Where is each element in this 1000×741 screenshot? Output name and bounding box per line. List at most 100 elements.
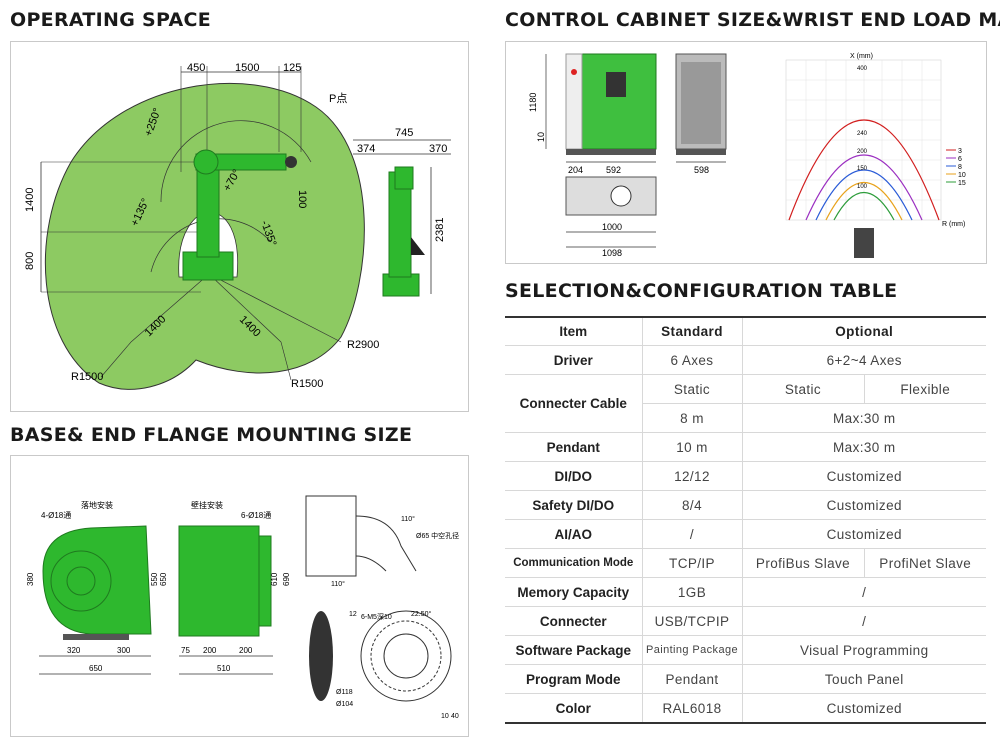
flange-dim-10: 40 [451,713,459,720]
table-row: Color RAL6018 Customized [505,693,986,724]
load-map-legend: 3 6 8 10 15 [946,148,966,187]
row-optional: Customized [742,693,986,724]
table-header-row: Item Standard Optional [505,316,986,346]
flange-dim-4: 12 [349,611,357,618]
table-row: Driver 6 Axes 6+2~4 Axes [505,345,986,375]
load-curve-3 [788,119,940,221]
control-cabinet-panel: 1180 10 204 592 598 1000 1098 X (mm) R (… [505,41,987,264]
robot-wrist [285,156,297,168]
cabinet-depth-label: 204 [568,165,583,175]
table-row: DI/DO 12/12 Customized [505,461,986,491]
control-cabinet-drawing: 1180 10 204 592 598 1000 1098 X (mm) R (… [528,53,966,258]
control-cabinet-heading: CONTROL CABINET SIZE&WRIST END LOAD MAP [505,9,1000,31]
flange-dim-3: Ø65 中空孔径 [416,531,459,540]
cabinet-foot-label: 10 [536,132,546,142]
row-optional: Max:30 m [742,432,986,462]
row-optional: Customized [742,490,986,520]
y-value-150: 150 [857,166,868,172]
cabinet-side-label: 598 [694,165,709,175]
wall-dim-6: 510 [217,664,231,673]
selection-heading: SELECTION&CONFIGURATION TABLE [505,280,898,302]
row-item: AI/AO [505,519,643,549]
table-row: 8 m Max:30 m [505,403,986,433]
table-row: Pendant 10 m Max:30 m [505,432,986,462]
row-item: Color [505,693,643,724]
load-map-r-label: R (mm) [942,221,965,228]
cabinet-height-label: 1180 [528,93,538,112]
side-dim-2: 374 [357,143,375,155]
base-mount-drawing: 落地安装 壁挂安装 4-Ø18通 6-Ø18通 380 550 650 320 … [26,495,459,720]
row-optional-a1: Static [742,374,865,404]
wall-base-plate [178,525,260,637]
flange-dim-7: Ø118 [336,689,353,696]
legend-6: 6 [958,156,962,163]
load-curve-8 [815,169,913,221]
dim-right-1: 100 [296,190,308,208]
row-optional: Touch Panel [742,664,986,694]
row-optional-a2: Flexible [864,374,986,404]
header-item: Item [505,316,643,346]
row-standard: 1GB [642,577,743,607]
wall-holes-label: 6-Ø18通 [241,510,271,520]
row-item: Driver [505,345,643,375]
load-map-x-label: X (mm) [850,53,873,60]
radius-label-2: R1500 [71,371,103,383]
radius-label-3: R1500 [291,378,323,390]
row-standard: 10 m [642,432,743,462]
dim-top-3: 125 [283,62,301,74]
side-dim-4: 2381 [434,218,446,242]
dim-left-1: 1400 [24,188,36,212]
row-item: Communication Mode [505,548,643,578]
cabinet-top-label-2: 1098 [602,248,622,258]
table-row: Connecter USB/TCPIP / [505,606,986,636]
header-standard: Standard [642,316,743,346]
row-standard: USB/TCPIP [642,606,743,636]
wall-mount-label: 壁挂安装 [191,500,223,510]
row-standard: 12/12 [642,461,743,491]
wall-dim-3: 75 [181,646,190,655]
table-row: Connecter Cable Static Static Flexible [505,374,986,433]
wall-dim-2: 690 [282,572,291,586]
row-optional: Customized [742,519,986,549]
row-standard: Static [642,374,743,404]
load-curve-10 [825,181,903,221]
dim-top-1: 450 [187,62,205,74]
row-item: Safety DI/DO [505,490,643,520]
dim-left-2: 800 [24,252,36,270]
floor-dim-6: 650 [89,664,103,673]
table-row: AI/AO / Customized [505,519,986,549]
base-mount-heading: BASE& END FLANGE MOUNTING SIZE [10,424,413,446]
row-standard: TCP/IP [642,548,743,578]
row-item: Connecter [505,606,643,636]
y-value-100: 100 [857,184,868,190]
base-mount-panel: 落地安装 壁挂安装 4-Ø18通 6-Ø18通 380 550 650 320 … [10,455,469,737]
row-standard: Painting Package [642,635,743,665]
row-optional: 6+2~4 Axes [742,345,986,375]
load-curve-15 [833,192,895,221]
y-value-400: 400 [857,66,868,72]
row-optional: / [742,606,986,636]
robot-lower-arm [196,161,220,258]
load-curve-6 [805,154,923,221]
flange-side-view [305,495,357,577]
floor-holes-label: 4-Ø18通 [41,510,71,520]
row-standard: 8/4 [642,490,743,520]
row-optional: Max:30 m [742,403,986,433]
row-item: Software Package [505,635,643,665]
header-optional: Optional [742,316,986,346]
row-optional: / [742,577,986,607]
row-item: Pendant [505,432,643,462]
floor-dim-1: 380 [26,572,35,586]
p-point-label: P点 [329,92,347,105]
row-standard: 6 Axes [642,345,743,375]
table-row: Safety DI/DO 8/4 Customized [505,490,986,520]
row-item: Connecter Cable [505,374,643,433]
legend-10: 10 [958,172,966,179]
legend-3: 3 [958,148,962,155]
flange-disc-side [309,611,333,701]
operating-space-heading: OPERATING SPACE [10,9,212,31]
table-row: Memory Capacity 1GB / [505,577,986,607]
table-row: Program Mode Pendant Touch Panel [505,664,986,694]
floor-dim-5: 300 [117,646,131,655]
row-item: Memory Capacity [505,577,643,607]
